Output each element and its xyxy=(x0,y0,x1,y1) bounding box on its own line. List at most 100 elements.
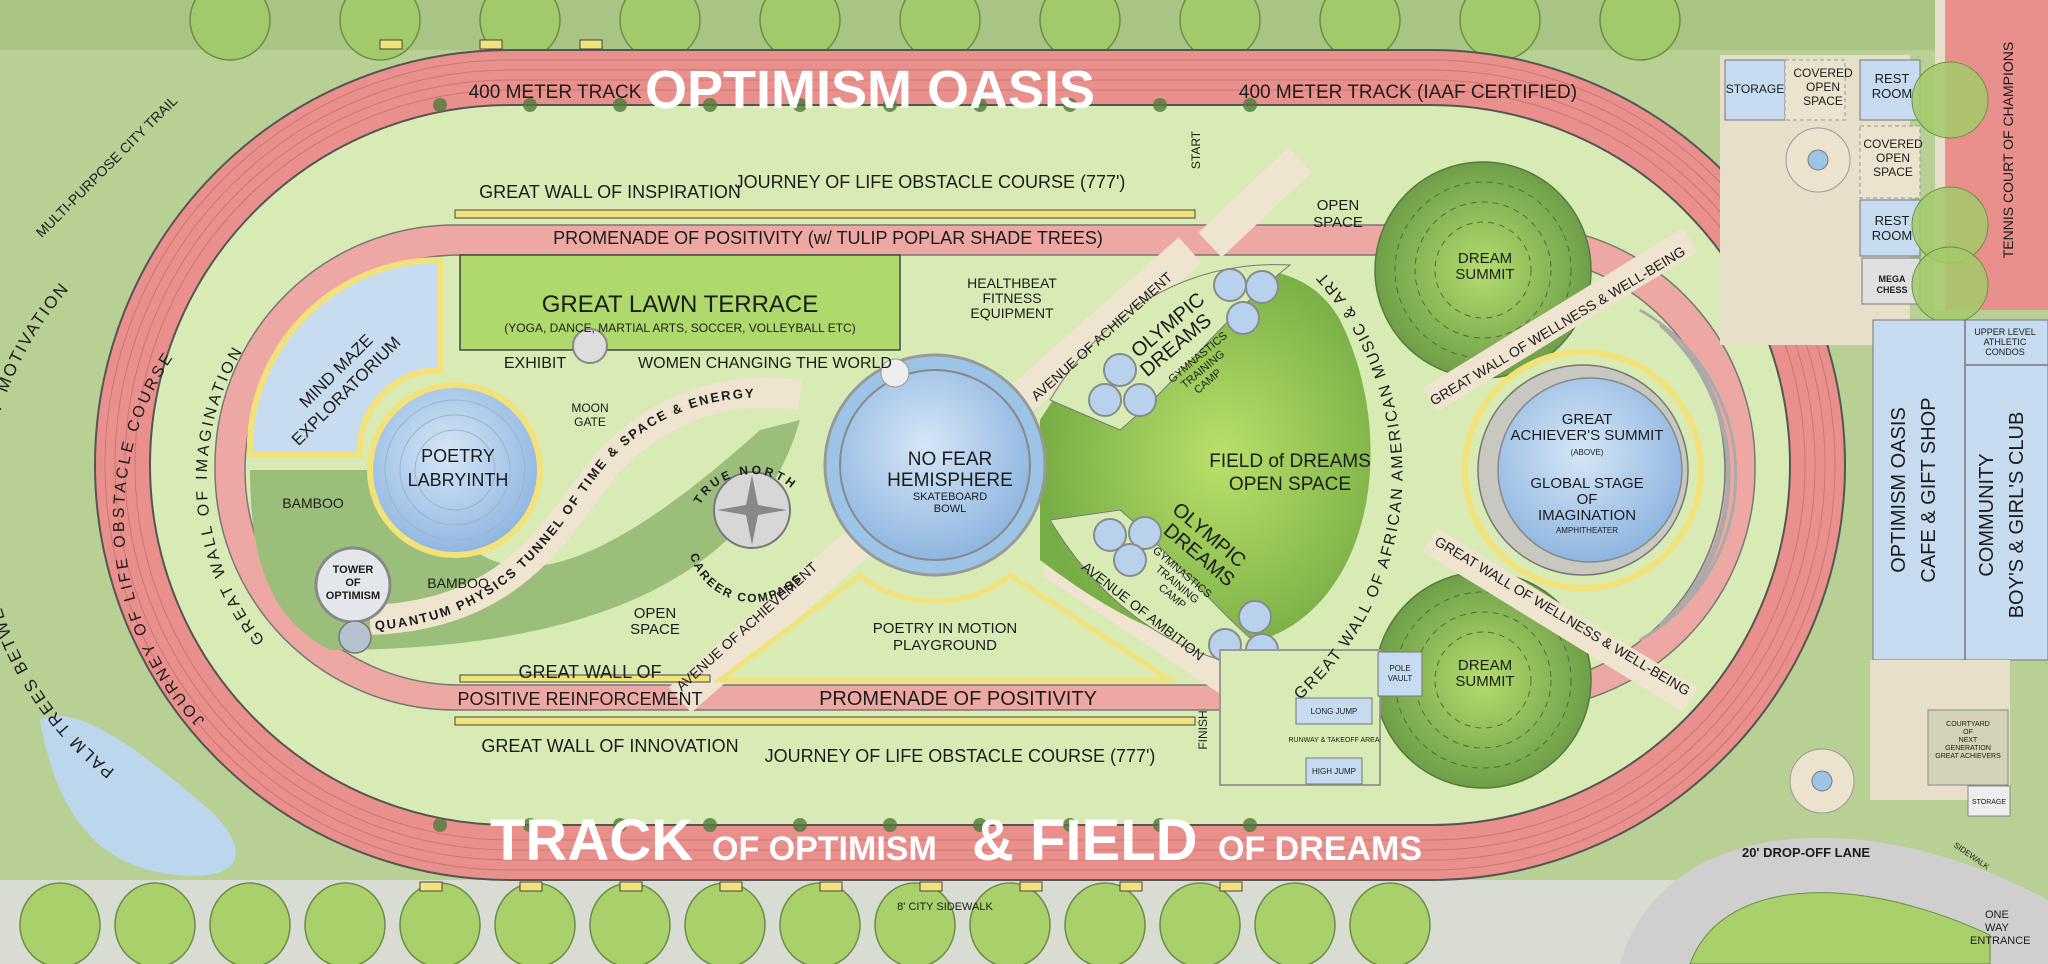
tower-kiosk xyxy=(338,620,372,654)
label-courtyard-2: OF xyxy=(1963,729,1973,736)
fountain-icon-south xyxy=(1811,770,1833,792)
north-path xyxy=(1198,147,1312,258)
label-one-way-3: ENTRANCE xyxy=(1970,935,2031,947)
label-playground-1: POETRY IN MOTION xyxy=(873,620,1017,637)
label-promenade-north: PROMENADE OF POSITIVITY (w/ TULIP POPLAR… xyxy=(553,228,1103,248)
label-playground-2: PLAYGROUND xyxy=(893,637,997,654)
pond xyxy=(40,716,236,876)
label-poetry-labyrinth-1: POETRY xyxy=(421,446,495,466)
courtyard-next-generation xyxy=(1927,709,2009,786)
label-open-space-sw-1: OPEN xyxy=(634,605,677,622)
label-cafe-1: OPTIMISM OASIS xyxy=(1888,407,1910,573)
label-club-2: BOY'S & GIRL'S CLUB xyxy=(2006,412,2028,619)
label-exhibit: EXHIBIT xyxy=(504,355,566,372)
label-condos-2: ATHLETIC xyxy=(1984,337,2027,347)
label-wall-innovation: GREAT WALL OF INNOVATION xyxy=(481,736,738,756)
label-healthbeat-2: FITNESS xyxy=(982,290,1041,306)
label-covered-2a: COVERED xyxy=(1863,137,1923,151)
label-journey-north: JOURNEY OF LIFE OBSTACLE COURSE (777') xyxy=(735,172,1126,192)
label-one-way-2: WAY xyxy=(1985,922,2009,934)
label-400m-track: 400 METER TRACK xyxy=(469,82,642,103)
label-condos-3: CONDOS xyxy=(1985,347,2025,357)
label-global-stage-2: OF xyxy=(1577,491,1598,508)
title-optimism-oasis: OPTIMISM OASIS xyxy=(645,60,1095,120)
label-hemisphere: HEMISPHERE xyxy=(887,470,1013,491)
label-one-way-1: ONE xyxy=(1985,909,2009,921)
label-400m-track-iaaf: 400 METER TRACK (IAAF CERTIFIED) xyxy=(1239,82,1577,103)
quantum-physics-tunnel xyxy=(369,377,802,635)
label-rest-2a: REST xyxy=(1875,213,1910,228)
label-covered-2b: OPEN xyxy=(1876,151,1910,165)
label-moon-gate-2: GATE xyxy=(574,415,606,429)
label-promenade-south: PROMENADE OF POSITIVITY xyxy=(819,688,1097,710)
skate-light xyxy=(880,358,910,388)
long-jump-pit xyxy=(1295,697,1373,725)
label-dream-summit-n-1: DREAM xyxy=(1458,250,1512,267)
covered-open-space-2 xyxy=(1859,125,1921,199)
label-bowl: BOWL xyxy=(934,503,966,515)
label-dream-summit-s-1: DREAM xyxy=(1458,657,1512,674)
label-global-stage-3: IMAGINATION xyxy=(1538,507,1636,524)
label-long-jump: LONG JUMP xyxy=(1311,707,1358,716)
label-courtyard-3: NEXT xyxy=(1959,737,1978,744)
moon-gate xyxy=(572,328,608,364)
label-covered-1c: SPACE xyxy=(1803,94,1843,108)
title-ampersand: & xyxy=(972,808,1014,873)
label-courtyard-1: COURTYARD xyxy=(1946,721,1990,728)
label-no-fear: NO FEAR xyxy=(908,449,992,470)
label-runway: RUNWAY & TAKEOFF AREA xyxy=(1288,737,1379,744)
label-great: GREAT xyxy=(1562,411,1613,428)
benches xyxy=(379,39,1243,892)
label-dream-summit-s-2: SUMMIT xyxy=(1455,673,1514,690)
top-trees xyxy=(189,0,1681,61)
storage-building xyxy=(1724,59,1786,121)
title-field: FIELD xyxy=(1030,808,1198,873)
label-wall-inspiration: GREAT WALL OF INSPIRATION xyxy=(479,182,741,202)
label-global-stage-1: GLOBAL STAGE xyxy=(1530,475,1643,492)
top-tree-row xyxy=(0,0,2048,50)
bottom-trees xyxy=(19,882,1431,964)
label-courtyard-5: GREAT ACHIEVERS xyxy=(1935,753,2001,760)
label-high-jump: HIGH JUMP xyxy=(1312,767,1356,776)
label-women-changing-world: WOMEN CHANGING THE WORLD xyxy=(638,355,892,372)
poetry-in-motion-playground xyxy=(712,571,1179,683)
label-chess: CHESS xyxy=(1876,285,1907,295)
label-tennis: TENNIS COURT OF CHAMPIONS xyxy=(2000,42,2016,259)
label-wall-of: GREAT WALL OF xyxy=(518,662,661,682)
label-healthbeat-3: EQUIPMENT xyxy=(970,305,1054,321)
label-field-of-dreams-1: FIELD of DREAMS xyxy=(1209,451,1371,472)
label-rest-1b: ROOM xyxy=(1872,86,1912,101)
label-courtyard-4: GENERATION xyxy=(1945,745,1991,752)
title-of-dreams: OF DREAMS xyxy=(1218,830,1422,868)
drop-off-island xyxy=(1689,892,1991,964)
no-fear-hemisphere xyxy=(839,369,1031,561)
rest-room-2 xyxy=(1859,199,1921,257)
label-open-space-n-1: OPEN xyxy=(1317,197,1360,214)
label-start: START xyxy=(1189,130,1203,169)
amphitheater-wall xyxy=(1462,349,1704,591)
palm-trees xyxy=(433,98,1257,832)
label-finish: FINISH xyxy=(1196,710,1210,749)
high-jump-pit xyxy=(1305,757,1363,785)
label-positive-reinforcement: POSITIVE REINFORCEMENT xyxy=(457,689,702,709)
poetry-labyrinth xyxy=(367,382,543,558)
label-open-space-sw-2: SPACE xyxy=(630,621,680,638)
label-skateboard: SKATEBOARD xyxy=(913,491,987,503)
label-condos-1: UPPER LEVEL xyxy=(1974,327,2036,337)
label-covered-1a: COVERED xyxy=(1793,66,1853,80)
label-open-space-n-2: SPACE xyxy=(1313,214,1363,231)
tennis-walkway xyxy=(1935,0,1945,310)
label-club-1: COMMUNITY xyxy=(1976,453,1998,576)
label-rest-1a: REST xyxy=(1875,71,1910,86)
label-covered-1b: OPEN xyxy=(1806,80,1840,94)
label-bamboo-2: BAMBOO xyxy=(427,575,489,591)
label-tower-2: OF xyxy=(345,577,361,589)
pole-vault-pit xyxy=(1377,651,1423,697)
label-storage: STORAGE xyxy=(1726,82,1784,96)
label-great-lawn-sub: (YOGA, DANCE, MARTIAL ARTS, SOCCER, VOLL… xyxy=(504,321,855,335)
label-dropoff: 20' DROP-OFF LANE xyxy=(1742,845,1870,860)
great-wall-of-positive-reinforcement xyxy=(459,674,711,683)
label-storage-2: STORAGE xyxy=(1972,799,2006,806)
label-poetry-labyrinth-2: LABRYINTH xyxy=(408,470,509,490)
